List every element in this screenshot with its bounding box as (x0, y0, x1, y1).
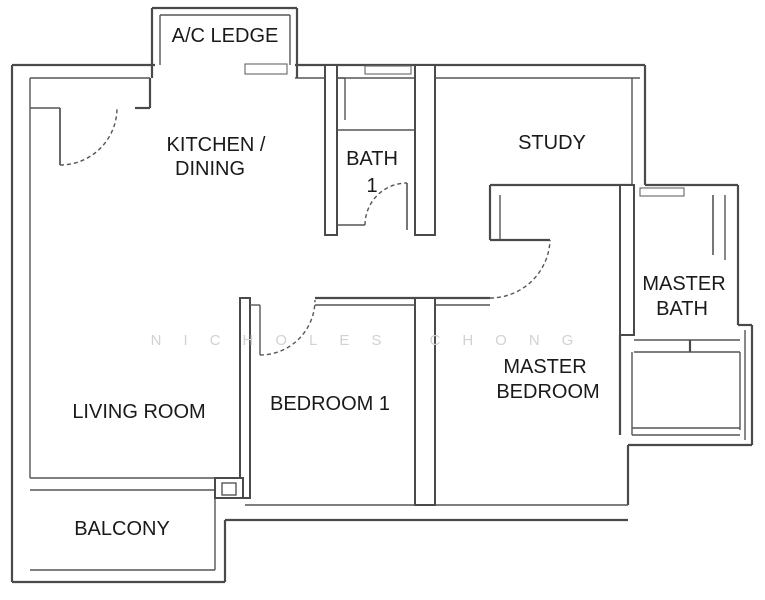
room-label-bath1-line1: BATH (346, 148, 398, 170)
doors (59, 107, 714, 356)
outer-walls (10, 63, 754, 584)
room-label-master-bath-line1: MASTER (642, 273, 725, 295)
room-label-kitchen-line2: DINING (175, 158, 245, 180)
room-label-study: STUDY (518, 132, 586, 154)
room-label-kitchen-line1: KITCHEN / (167, 134, 266, 156)
room-label-balcony: BALCONY (74, 518, 170, 540)
watermark: NICHOLES CHONG (151, 332, 596, 349)
room-label-living-room: LIVING ROOM (72, 401, 205, 423)
room-label-master-bed-line1: MASTER (503, 356, 586, 378)
room-label-bath1-line2: 1 (366, 175, 377, 197)
room-label-master-bath-line2: BATH (656, 298, 708, 320)
interior-walls (30, 64, 740, 506)
room-label-ac-ledge: A/C LEDGE (172, 25, 279, 47)
ac-ledge-outline (150, 6, 299, 78)
room-label-master-bed-line2: BEDROOM (496, 381, 599, 403)
room-label-bedroom1: BEDROOM 1 (270, 393, 390, 415)
